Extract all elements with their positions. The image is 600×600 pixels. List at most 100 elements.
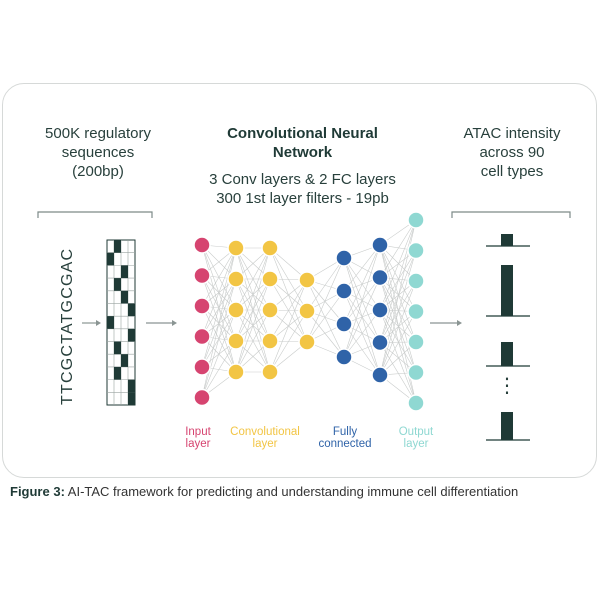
connection — [379, 309, 417, 373]
dna-sequence: TTCGCTATGCGAC — [59, 248, 76, 405]
output-bar — [501, 265, 513, 316]
connection — [306, 310, 345, 358]
matrix-cell-filled — [114, 278, 121, 291]
legend-conv: Convolutional layer — [222, 426, 308, 450]
connection — [379, 342, 417, 404]
fc-node — [335, 315, 353, 333]
output-bar — [501, 342, 513, 366]
connection — [306, 279, 345, 325]
conv-node — [227, 363, 245, 381]
matrix-cell-filled — [114, 366, 121, 380]
connection — [379, 219, 417, 311]
matrix-cell-filled — [107, 252, 114, 266]
connection — [235, 278, 271, 373]
network-title: Convolutional Neural Network — [227, 125, 378, 161]
arrow-network-to-output — [430, 320, 462, 326]
legend-input-line2: layer — [185, 438, 211, 450]
matrix-cell-filled — [114, 341, 121, 355]
input-node — [193, 297, 211, 315]
connection — [235, 247, 271, 373]
connection — [343, 244, 381, 292]
input-node — [193, 327, 211, 346]
matrix-cell-filled — [121, 354, 128, 367]
connection — [269, 310, 308, 373]
connection — [379, 244, 417, 343]
legend-output-line2: layer — [403, 438, 429, 450]
input-node — [193, 266, 211, 285]
legend-input: Input layer — [170, 426, 226, 450]
output-node — [407, 211, 425, 229]
output-bar — [501, 412, 513, 440]
connection — [201, 247, 237, 337]
arrow-seq-to-matrix — [82, 320, 101, 326]
fc-node — [371, 236, 389, 254]
output-bars — [486, 234, 530, 441]
conv-node — [227, 239, 245, 257]
connection — [379, 311, 417, 376]
connection — [235, 247, 271, 342]
ellipsis: ⋮ — [497, 373, 517, 397]
connection — [379, 309, 417, 404]
connection — [306, 290, 345, 343]
fc-node — [371, 301, 389, 319]
connection — [343, 309, 381, 358]
connection — [201, 278, 237, 398]
conv-node — [227, 332, 245, 350]
connection — [379, 280, 417, 376]
conv-node — [298, 271, 316, 289]
output-node — [407, 333, 425, 351]
legend-conv-line2: layer — [252, 438, 278, 450]
conv-node — [261, 332, 279, 350]
legend-fc-line2: connected — [318, 438, 372, 450]
connection — [201, 247, 237, 307]
connection — [379, 244, 417, 373]
caption-text: AI-TAC framework for predicting and unde… — [64, 484, 519, 499]
output-bracket — [451, 211, 571, 218]
connection — [269, 279, 308, 373]
connection — [379, 277, 417, 343]
input-node — [193, 388, 211, 407]
input-heading: 500K regulatory sequences (200bp) — [45, 125, 151, 180]
conv-node — [298, 333, 316, 351]
conv-node — [227, 270, 245, 288]
legend-input-line1: Input — [185, 426, 211, 438]
caption-label: Figure 3: — [10, 484, 65, 499]
figure-caption: Figure 3: AI-TAC framework for predictin… — [10, 484, 595, 499]
connection — [379, 244, 417, 312]
network-nodes — [193, 211, 425, 412]
conv-node — [261, 363, 279, 381]
connection — [379, 250, 417, 376]
legend-fc-line1: Fully — [332, 426, 358, 438]
fc-node — [335, 282, 353, 300]
connection — [379, 219, 417, 278]
matrix-cell-filled — [121, 265, 128, 279]
one-hot-matrix — [106, 239, 136, 406]
fc-node — [371, 366, 389, 384]
connection — [343, 244, 381, 358]
matrix-cell-filled — [107, 316, 114, 329]
connection — [306, 257, 345, 343]
connection — [201, 247, 237, 368]
fc-node — [335, 348, 353, 366]
output-node — [407, 241, 425, 260]
legend-fc: Fully connected — [310, 426, 380, 450]
matrix-cell-filled — [128, 328, 135, 342]
conv-node — [261, 301, 279, 319]
connection — [235, 309, 271, 373]
matrix-cell-filled — [128, 379, 135, 393]
connection — [235, 247, 271, 311]
input-node — [193, 358, 211, 376]
fc-node — [335, 249, 353, 267]
output-node — [407, 363, 425, 382]
legend-conv-line1: Convolutional — [230, 426, 300, 438]
arrow-matrix-to-network — [146, 320, 177, 326]
conv-node — [227, 301, 245, 319]
connection — [306, 257, 345, 312]
output-node — [407, 272, 425, 290]
conv-node — [261, 270, 279, 288]
connection — [379, 277, 417, 404]
output-bar — [501, 234, 513, 246]
fc-node — [371, 333, 389, 352]
output-node — [407, 302, 425, 321]
